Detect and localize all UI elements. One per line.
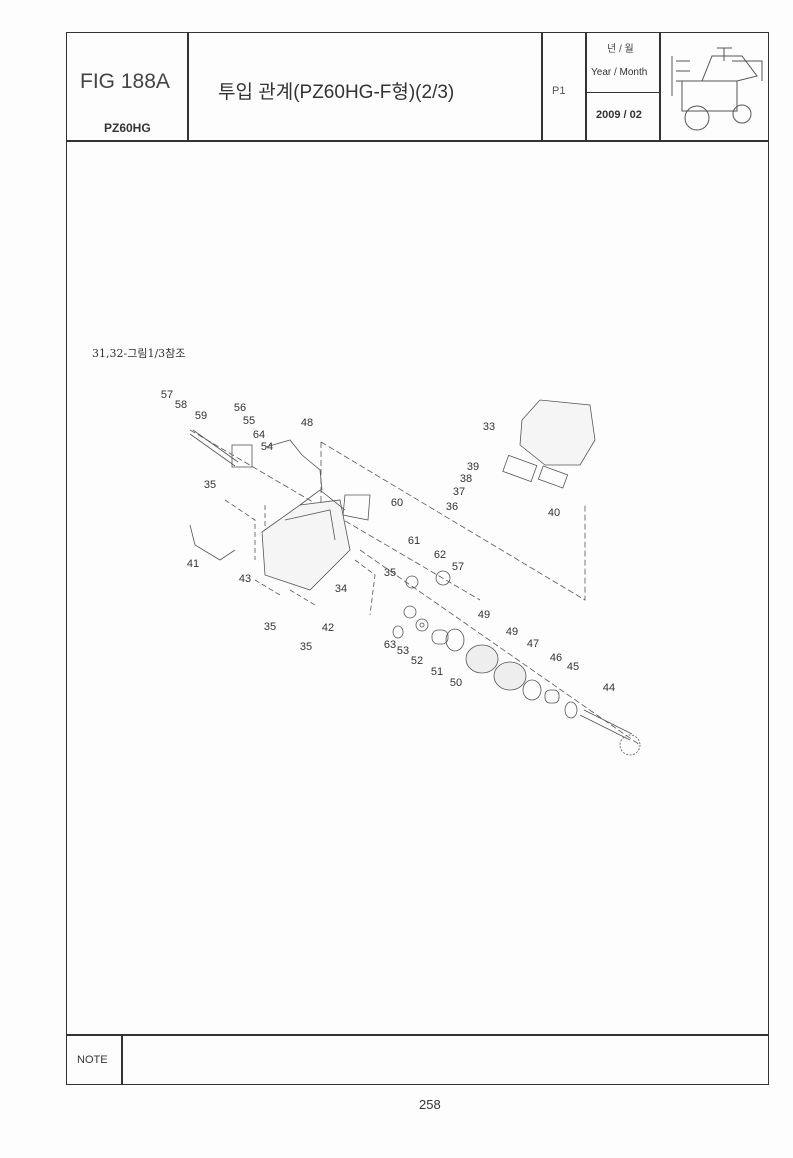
callout: 41 <box>186 558 200 570</box>
callout: 34 <box>334 583 348 595</box>
callout: 62 <box>433 549 447 561</box>
divider <box>541 32 543 140</box>
model-name: PZ60HG <box>104 121 151 135</box>
callout: 47 <box>526 638 540 650</box>
divider <box>585 92 659 93</box>
callout: 35 <box>383 567 397 579</box>
divider <box>659 32 661 140</box>
callout: 55 <box>242 415 256 427</box>
callout: 44 <box>602 682 616 694</box>
callout: 57 <box>451 561 465 573</box>
callout: 60 <box>390 497 404 509</box>
callout: 58 <box>174 399 188 411</box>
callout: 49 <box>505 626 519 638</box>
callout: 46 <box>549 652 563 664</box>
callout: 53 <box>396 645 410 657</box>
divider <box>585 32 587 140</box>
header-divider <box>66 140 769 142</box>
reference-note: 31,32-그림1/3참조 <box>92 347 186 360</box>
callout: 48 <box>300 417 314 429</box>
callout: 51 <box>430 666 444 678</box>
callout: 61 <box>407 535 421 547</box>
callout: 54 <box>260 441 274 453</box>
page-frame <box>66 32 769 1085</box>
callout: 49 <box>477 609 491 621</box>
note-divider <box>66 1034 769 1036</box>
callout: 43 <box>238 573 252 585</box>
divider <box>187 32 189 140</box>
page-code: P1 <box>552 85 566 97</box>
callout: 37 <box>452 486 466 498</box>
callout: 42 <box>321 622 335 634</box>
callout: 35 <box>203 479 217 491</box>
revision-date: 2009 / 02 <box>596 109 642 121</box>
year-month-ko: 년 / 월 <box>607 44 634 55</box>
callout: 63 <box>383 639 397 651</box>
callout: 52 <box>410 655 424 667</box>
note-label: NOTE <box>77 1054 108 1066</box>
callout: 35 <box>299 641 313 653</box>
callout: 33 <box>482 421 496 433</box>
callout: 56 <box>233 402 247 414</box>
callout: 35 <box>263 621 277 633</box>
callout: 64 <box>252 429 266 441</box>
figure-number: FIG 188A <box>80 70 170 93</box>
page-title: 투입 관계(PZ60HG-F형)(2/3) <box>218 82 455 103</box>
year-month-en: Year / Month <box>591 67 648 78</box>
callout: 57 <box>160 389 174 401</box>
callout: 39 <box>466 461 480 473</box>
page-number: 258 <box>419 1097 441 1112</box>
rice-transplanter-icon <box>671 47 763 131</box>
divider <box>121 1034 123 1085</box>
callout: 36 <box>445 501 459 513</box>
callout: 50 <box>449 677 463 689</box>
callout: 45 <box>566 661 580 673</box>
callout: 59 <box>194 410 208 422</box>
callout: 38 <box>459 473 473 485</box>
callout: 40 <box>547 507 561 519</box>
